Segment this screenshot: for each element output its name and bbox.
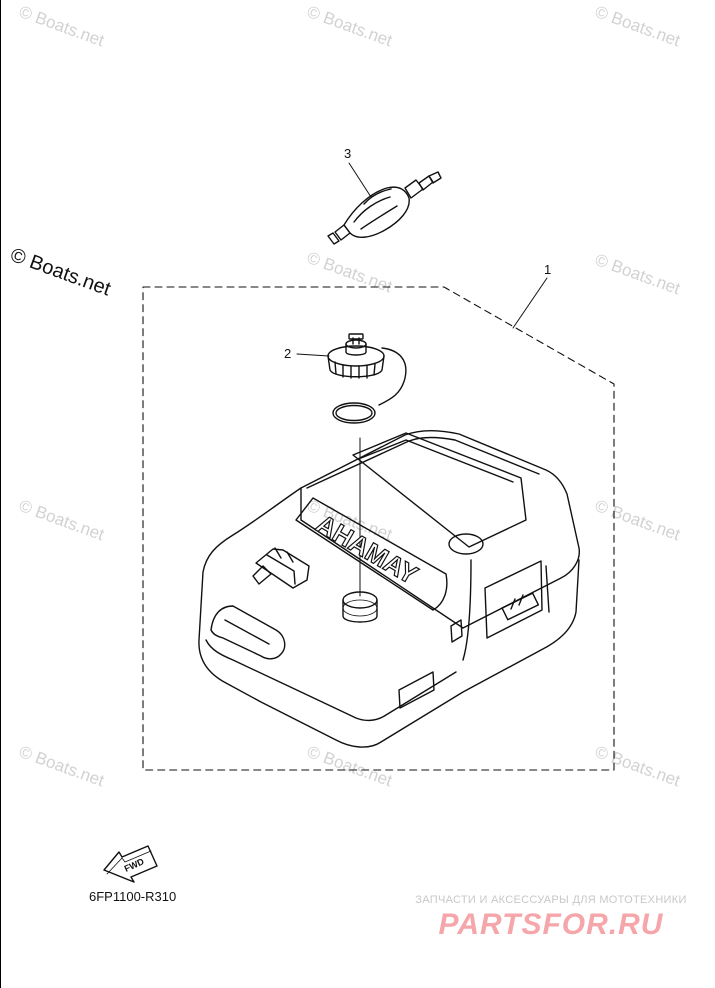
fuel-cap-icon bbox=[327, 333, 407, 424]
tank-brand-text: YAMAHA bbox=[311, 508, 423, 590]
leader-line-1 bbox=[512, 277, 548, 329]
branding-logo: PARTSFOR.RU bbox=[438, 908, 664, 941]
leader-line-2 bbox=[296, 353, 330, 357]
branding-tagline: ЗАПЧАСТИ И АКСЕССУАРЫ ДЛЯ МОТОТЕХНИКИ bbox=[415, 894, 687, 906]
kit-boundary bbox=[142, 286, 615, 771]
cap-tether bbox=[378, 347, 407, 406]
callout-1: 1 bbox=[544, 262, 552, 277]
fwd-arrow-icon bbox=[103, 845, 158, 883]
callout-2: 2 bbox=[284, 346, 292, 361]
fwd-label: FWD bbox=[123, 856, 146, 874]
cap-o-ring bbox=[332, 402, 376, 424]
fuel-tank-icon bbox=[198, 430, 580, 748]
callout-3: 3 bbox=[344, 146, 352, 161]
primer-bulb-icon bbox=[327, 171, 442, 245]
leader-line-3 bbox=[348, 162, 372, 198]
diagram-code: 6FP1100-R310 bbox=[89, 889, 177, 904]
